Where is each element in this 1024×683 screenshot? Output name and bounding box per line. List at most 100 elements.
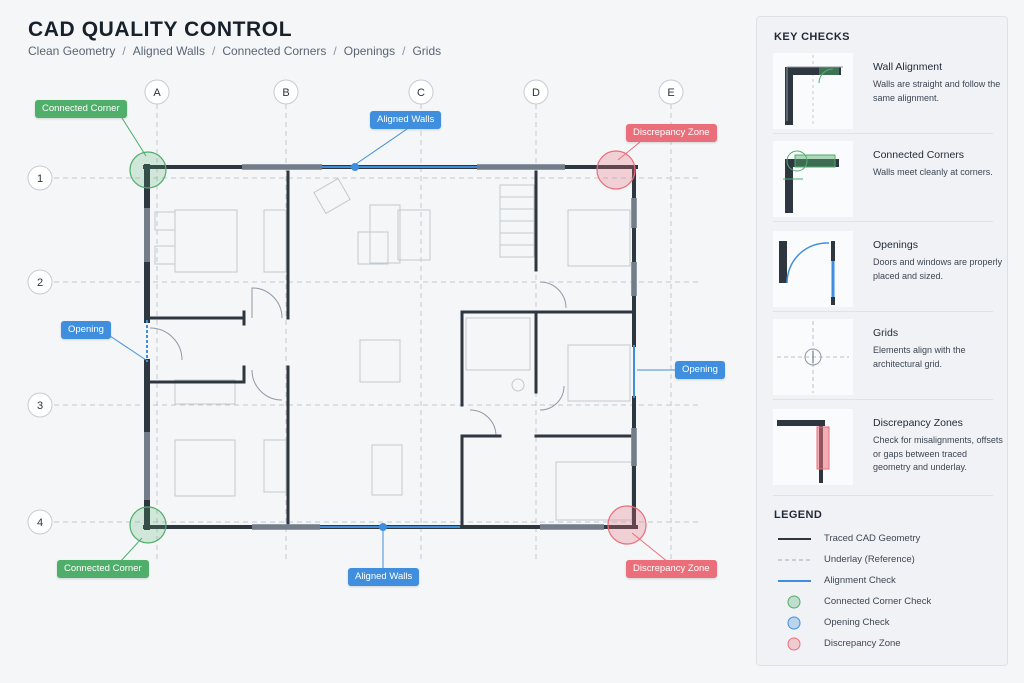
check-title: Wall Alignment <box>873 61 943 73</box>
discrepancy-marker-bottom <box>607 505 647 545</box>
solid-line-icon <box>778 538 811 540</box>
grid-label-3: 3 <box>37 400 43 412</box>
grid-label-a: A <box>153 87 161 99</box>
grid-label-b: B <box>282 87 289 99</box>
discrepancy-marker-top <box>596 150 636 190</box>
check-item-openings[interactable]: Openings Doors and windows are properly … <box>773 231 1002 312</box>
callout-discrepancy-zone-bottom: Discrepancy Zone <box>626 560 717 578</box>
legend-heading: LEGEND <box>774 509 823 521</box>
dining-table-underlay <box>359 339 401 383</box>
alignment-node-icon <box>379 523 387 531</box>
check-item-grids[interactable]: Grids Elements align with the architectu… <box>773 319 993 400</box>
subtitle-separator: / <box>333 44 337 58</box>
grid-bubble-e <box>658 79 684 105</box>
grid-bubble-2 <box>27 269 53 295</box>
subtitle-grids: Grids <box>412 44 442 58</box>
legend-label: Traced CAD Geometry <box>824 533 921 544</box>
callout-connected-corner-bottom: Connected Corner <box>57 560 149 578</box>
green-circle-icon <box>787 595 801 609</box>
dining-table-underlay <box>371 444 403 496</box>
check-title: Discrepancy Zones <box>873 417 963 429</box>
bed-underlay <box>174 209 238 273</box>
subtitle-separator: / <box>122 44 126 58</box>
subtitle-openings: Openings <box>343 44 396 58</box>
door-swings <box>149 281 567 437</box>
openings-thumbnail <box>773 231 853 307</box>
check-description: Check for misalignments, offsets or gaps… <box>873 435 1003 472</box>
callout-connected-corner-top: Connected Corner <box>35 100 127 118</box>
legend-item-traced-geometry: Traced CAD Geometry <box>775 531 995 547</box>
alignment-checks <box>146 163 635 531</box>
legend-item-underlay: Underlay (Reference) <box>775 552 995 568</box>
discrepancy-zones-thumbnail <box>773 409 853 485</box>
grid-bubble-d <box>523 79 549 105</box>
grid-bubble-a <box>144 79 170 105</box>
sofa-underlay <box>397 209 431 261</box>
check-description: Walls meet cleanly at corners. <box>873 167 993 177</box>
bed-underlay <box>154 211 176 231</box>
legend-item-opening-check: Opening Check <box>775 615 995 631</box>
check-title: Connected Corners <box>873 149 965 161</box>
sideboard-underlay <box>174 379 236 405</box>
legend-label: Underlay (Reference) <box>824 554 915 565</box>
alignment-node-icon <box>351 163 359 171</box>
legend-item-discrepancy-zone: Discrepancy Zone <box>775 636 995 652</box>
leader-opening-left <box>109 335 147 361</box>
bed-underlay <box>174 439 236 497</box>
callout-discrepancy-zone-top: Discrepancy Zone <box>626 124 717 142</box>
leader-connected-corner-top <box>121 117 147 157</box>
grid-bubble-b <box>273 79 299 105</box>
legend-item-alignment-check: Alignment Check <box>775 573 995 589</box>
wall-alignment-thumbnail <box>773 53 853 129</box>
wardrobe-underlay <box>263 209 287 273</box>
callout-opening-left: Opening <box>61 321 111 339</box>
legend-label: Connected Corner Check <box>824 596 932 607</box>
grid-bubble-c <box>408 79 434 105</box>
callout-aligned-walls-bottom: Aligned Walls <box>348 568 420 586</box>
grid-label-2: 2 <box>37 277 43 289</box>
connected-corner-marker-top <box>129 151 167 189</box>
blue-circle-icon <box>787 616 801 630</box>
subtitle-clean-geometry: Clean Geometry <box>28 44 116 58</box>
grid-bubble-3 <box>27 392 53 418</box>
subtitle-breadcrumb: Clean Geometry/Aligned Walls/Connected C… <box>28 44 441 58</box>
door-swing <box>149 327 183 361</box>
floor-plan-drawing[interactable]: A B C D E 1 2 3 4 <box>0 0 750 683</box>
check-item-connected-corners[interactable]: Connected Corners Walls meet cleanly at … <box>773 141 993 222</box>
side-panel: KEY CHECKS Wall Alignment Walls are stra… <box>756 16 1008 666</box>
page-title: CAD QUALITY CONTROL <box>28 18 293 41</box>
grid-bubble-1 <box>27 165 53 191</box>
grid-bubbles: A B C D E 1 2 3 4 <box>27 79 684 535</box>
stair-underlay <box>465 317 531 371</box>
check-description: Walls are straight and follow the same a… <box>873 79 1001 103</box>
legend-label: Discrepancy Zone <box>824 638 901 649</box>
door-swing <box>469 409 497 437</box>
underlay-furniture <box>154 177 633 521</box>
armchair-underlay <box>313 177 351 215</box>
blue-line-icon <box>778 580 811 582</box>
subtitle-separator: / <box>402 44 406 58</box>
callout-opening-right: Opening <box>675 361 725 379</box>
bed-underlay <box>567 344 631 402</box>
legend-label: Opening Check <box>824 617 890 628</box>
check-title: Openings <box>873 239 918 251</box>
callout-leaders <box>109 117 675 568</box>
connected-corners-thumbnail <box>773 141 853 217</box>
grid-bubble-4 <box>27 509 53 535</box>
check-description: Doors and windows are properly placed an… <box>873 257 1003 281</box>
key-checks-heading: KEY CHECKS <box>774 31 850 43</box>
grid-label-d: D <box>532 87 540 99</box>
table-underlay <box>369 204 401 264</box>
subtitle-connected-corners: Connected Corners <box>222 44 327 58</box>
bed-underlay <box>154 245 176 265</box>
grid-label-e: E <box>667 87 674 99</box>
door-swing <box>539 385 565 411</box>
grid-label-c: C <box>417 87 425 99</box>
legend-divider <box>773 495 993 496</box>
leader-discrepancy-top <box>617 141 641 161</box>
check-item-wall-alignment[interactable]: Wall Alignment Walls are straight and fo… <box>773 53 1000 134</box>
toilet-underlay <box>511 378 525 392</box>
check-item-discrepancy-zones[interactable]: Discrepancy Zones Check for misalignment… <box>773 409 1003 489</box>
grids-thumbnail <box>773 319 853 395</box>
leader-connected-corner-bottom <box>119 537 143 563</box>
